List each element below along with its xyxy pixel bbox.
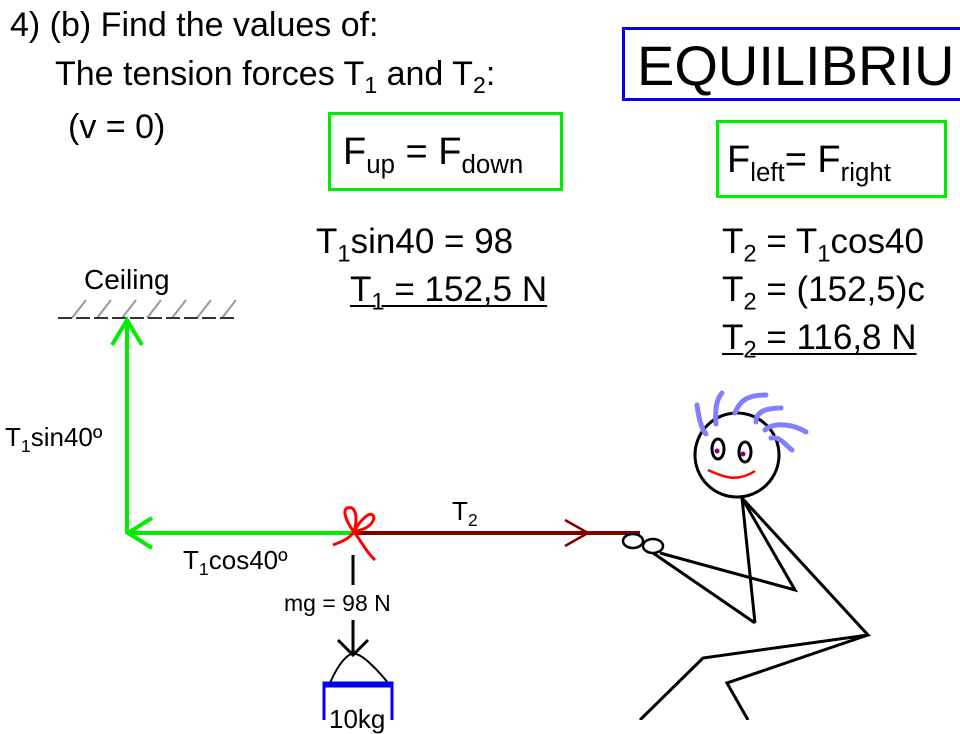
question-heading: 4) (b) Find the values of: <box>10 6 379 44</box>
weight-arrow <box>336 555 370 658</box>
t1-cos-label: T1cos40º <box>183 545 288 580</box>
f-left-equals-f-right: Fleft= Fright <box>727 139 891 188</box>
question-subheading: The tension forces T1 and T2: <box>55 55 496 99</box>
ceiling-hatch <box>71 299 237 319</box>
t1-cos-arrow <box>124 516 355 550</box>
t1-sin-arrow <box>110 316 144 533</box>
t2-label: T2 <box>452 496 478 531</box>
horizontal-equation-1: T2 = T1cos40 <box>722 222 924 268</box>
equilibrium-banner: EQUILIBRIU <box>622 27 960 101</box>
bucket <box>322 652 394 720</box>
f-up-equals-f-down: Fup = Fdown <box>343 131 524 180</box>
horizontal-balance-box: Fleft= Fright <box>716 120 947 198</box>
t2-arrow <box>355 518 640 548</box>
bucket-mass-label: 10kg <box>329 704 386 734</box>
vertical-equation-1: T1sin40 = 98 <box>316 222 514 268</box>
vertical-result: T1 = 152,5 N <box>350 270 548 316</box>
equilibrium-title: EQUILIBRIU <box>637 34 955 97</box>
t1-sin-label: T1sin40º <box>5 422 103 457</box>
hair <box>694 390 809 453</box>
stick-figure <box>621 411 872 720</box>
velocity-condition: (v = 0) <box>68 108 166 146</box>
horizontal-result: T2 = 116,8 N <box>722 318 917 364</box>
horizontal-equation-2: T2 = (152,5)c <box>722 270 925 316</box>
ceiling-label: Ceiling <box>84 264 170 295</box>
weight-label: mg = 98 N <box>284 590 391 616</box>
vertical-balance-box: Fup = Fdown <box>328 112 563 191</box>
knot-bow-icon <box>332 506 377 562</box>
